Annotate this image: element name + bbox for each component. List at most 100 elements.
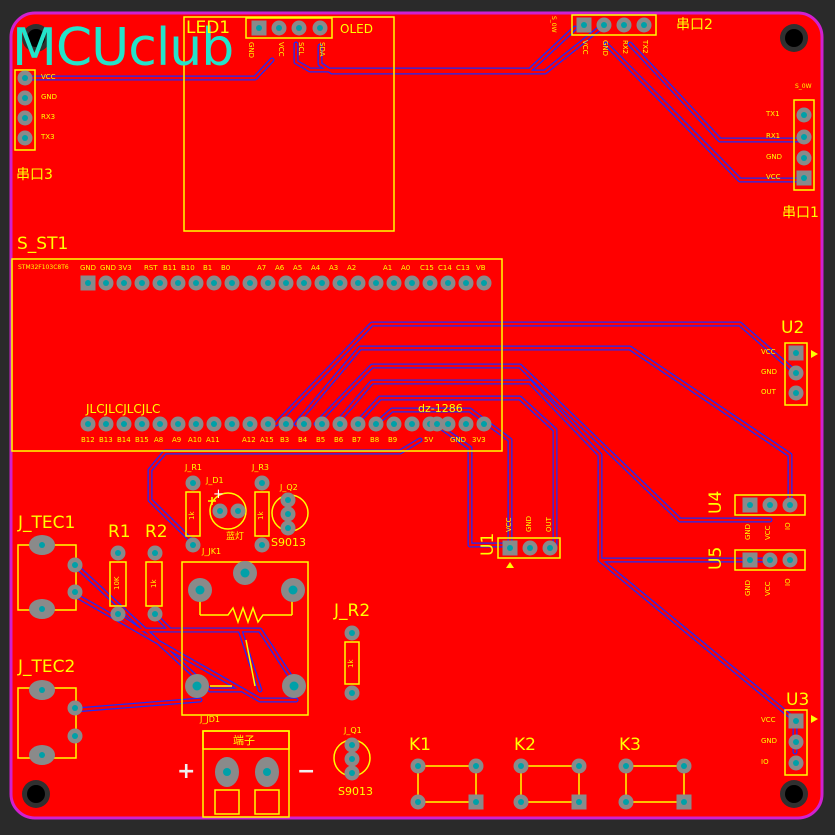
jr1-outline bbox=[185, 491, 201, 537]
trace-layer bbox=[22, 25, 803, 755]
s-st1-top-pin: A4 bbox=[311, 264, 321, 272]
u2-outline bbox=[784, 342, 808, 406]
u3-pin: VCC bbox=[761, 716, 776, 724]
s-st1-top-pin: B0 bbox=[221, 264, 231, 272]
u4-outline bbox=[734, 494, 806, 516]
s-st1-ref: S_ST1 bbox=[17, 234, 69, 254]
u1-pin: VCC bbox=[505, 517, 513, 532]
jq1-label: S9013 bbox=[338, 785, 373, 798]
s-st1-top-pin: A6 bbox=[275, 264, 285, 272]
s-st1-top-pin: B11 bbox=[163, 264, 177, 272]
dz-ref: dz-1286 bbox=[418, 402, 463, 415]
jr2-outline bbox=[344, 641, 360, 685]
jtec1-ref: J_TEC1 bbox=[18, 513, 76, 533]
pad-layer bbox=[17, 17, 812, 810]
jd1-outline bbox=[209, 492, 247, 530]
s-st1-bottom-pin: A11 bbox=[206, 436, 220, 444]
u2-pin: VCC bbox=[761, 348, 776, 356]
s-st1-top-pin: A1 bbox=[383, 264, 393, 272]
led1-header-outline bbox=[245, 17, 333, 39]
u1-ref: U1 bbox=[478, 532, 498, 556]
jr3-outline bbox=[254, 491, 270, 537]
uart3-pin: GND bbox=[41, 93, 58, 101]
uart1-outline bbox=[793, 99, 815, 191]
uart2-pin: RX2 bbox=[621, 40, 629, 55]
u2-pin: OUT bbox=[761, 388, 776, 396]
relay-coil-symbol bbox=[200, 605, 292, 625]
s-st1-bottom-pin: B14 bbox=[117, 436, 131, 444]
jtec2-ref: J_TEC2 bbox=[18, 657, 76, 677]
k1-ref: K1 bbox=[409, 735, 431, 755]
terminal-minus: − bbox=[297, 759, 316, 784]
uart2-pin: GND bbox=[601, 40, 609, 57]
r1-ref: R1 bbox=[108, 522, 131, 542]
jq1-ref: J_Q1 bbox=[344, 726, 362, 735]
s-st1-top-pin: C15 bbox=[420, 264, 434, 272]
s-st1-bottom-pin: B6 bbox=[334, 436, 344, 444]
u4-pin: GND bbox=[744, 523, 752, 540]
uart3-pin: RX3 bbox=[41, 113, 56, 121]
s-st1-bottom-pin: B3 bbox=[280, 436, 290, 444]
r1-value: 10K bbox=[113, 576, 121, 591]
k1-outline bbox=[417, 765, 477, 803]
r2-outline bbox=[145, 561, 163, 607]
uart1-pin: RX1 bbox=[766, 132, 781, 140]
s-st1-bottom-pin: GND bbox=[450, 436, 467, 444]
mounting-hole bbox=[22, 780, 50, 808]
jq2-label: S9013 bbox=[271, 536, 306, 549]
s-st1-top-pin: B10 bbox=[181, 264, 195, 272]
s-st1-bottom-pin: 3V3 bbox=[472, 436, 486, 444]
uart2-outline bbox=[571, 14, 657, 36]
s-st1-bottom-pin: B15 bbox=[135, 436, 149, 444]
led1-pin: GND bbox=[247, 42, 255, 59]
u5-pin: GND bbox=[744, 579, 752, 596]
u1-pin: GND bbox=[525, 515, 533, 532]
s-st1-bottom-pin: A10 bbox=[188, 436, 202, 444]
u3-ref: U3 bbox=[786, 690, 810, 710]
silkscreen-layer bbox=[11, 14, 815, 818]
jr2-value: 1k bbox=[347, 659, 355, 668]
led1-pin: SCL bbox=[297, 42, 305, 56]
r1-outline bbox=[109, 561, 127, 607]
jr1-ref: J_R1 bbox=[185, 463, 203, 472]
jd1-plus: + bbox=[213, 487, 224, 502]
led1-outline bbox=[183, 16, 395, 232]
uart1-pin: TX1 bbox=[766, 110, 780, 118]
s-st1-top-pin: A7 bbox=[257, 264, 267, 272]
s-st1-bottom-pin: B5 bbox=[316, 436, 326, 444]
s-st1-top-pin: 3V3 bbox=[118, 264, 132, 272]
led1-ref: LED1 bbox=[186, 18, 231, 38]
s-st1-bottom-pin: B12 bbox=[81, 436, 95, 444]
k3-ref: K3 bbox=[619, 735, 641, 755]
jjd1-label: 端子 bbox=[233, 734, 255, 747]
uart2-version: S_0W bbox=[550, 16, 557, 33]
jd1-label: 蓝灯 bbox=[226, 532, 245, 542]
s-st1-top-pin: VB bbox=[476, 264, 486, 272]
s-st1-chip-text: STM32F103C8T6 bbox=[18, 264, 69, 271]
mounting-hole bbox=[780, 780, 808, 808]
led1-pin: SDA bbox=[318, 42, 326, 57]
board-outline bbox=[9, 11, 824, 820]
board-logo: MCUclub bbox=[12, 18, 234, 78]
r2-ref: R2 bbox=[145, 522, 168, 542]
uart1-ref: 串口1 bbox=[782, 205, 819, 221]
s-st1-top-pin: GND bbox=[80, 264, 97, 272]
s-st1-outline bbox=[11, 258, 503, 452]
u4-ref: U4 bbox=[706, 490, 726, 514]
r2-value: 1k bbox=[150, 579, 158, 588]
u5-pin: VCC bbox=[764, 581, 772, 596]
s-st1-top-pin: A5 bbox=[293, 264, 303, 272]
s-st1-silk-label: JLCJLCJLCJLC bbox=[86, 402, 161, 416]
uart3-pin: TX3 bbox=[41, 133, 55, 141]
k3-outline bbox=[625, 765, 685, 803]
k2-ref: K2 bbox=[514, 735, 536, 755]
led1-pin: VCC bbox=[277, 42, 285, 57]
s-st1-top-pin: C13 bbox=[456, 264, 470, 272]
s-st1-bottom-pin: A9 bbox=[172, 436, 182, 444]
mounting-hole bbox=[780, 24, 808, 52]
s-st1-bottom-pin: B13 bbox=[99, 436, 113, 444]
jjk1-ref: J_JK1 bbox=[202, 547, 222, 556]
led1-name: OLED bbox=[340, 22, 373, 36]
